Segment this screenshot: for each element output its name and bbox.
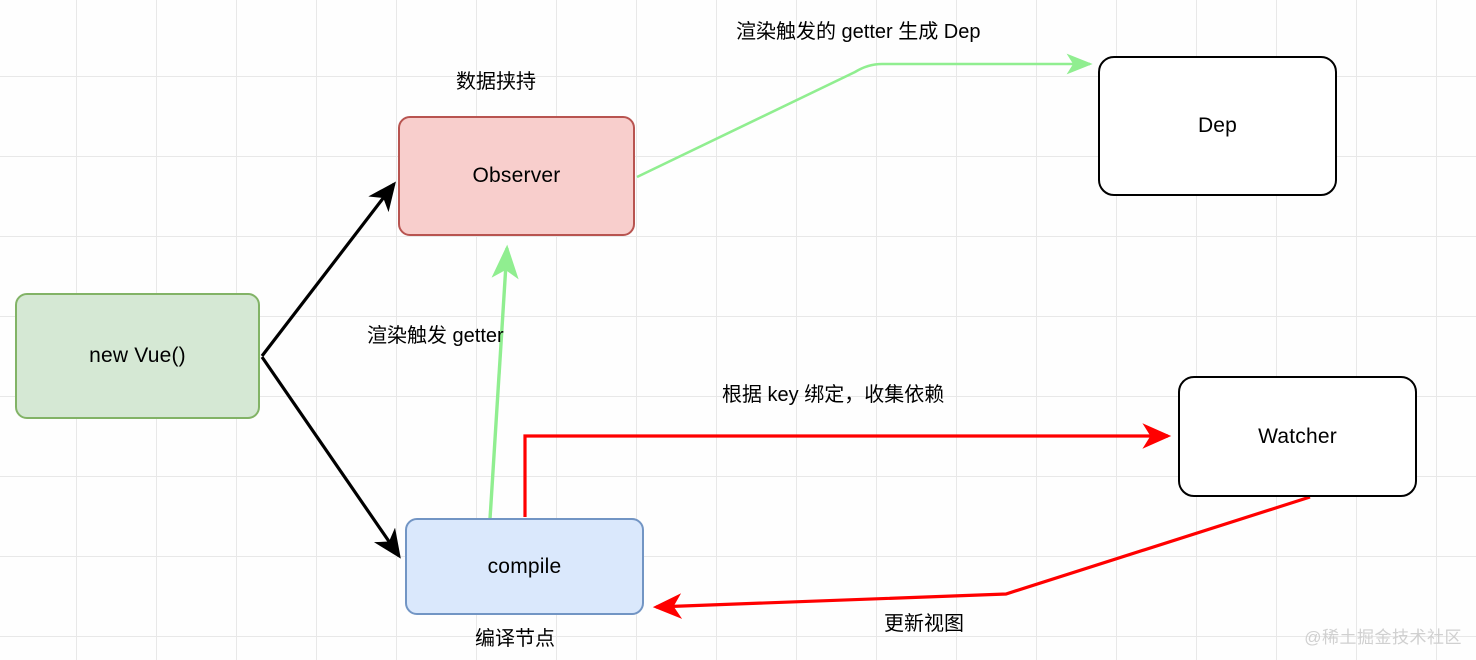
node-new-vue[interactable]: new Vue() xyxy=(15,293,260,419)
node-label: compile xyxy=(487,554,562,578)
watermark: @稀土掘金技术社区 xyxy=(1304,628,1462,647)
edge-label-watcher-to-compile: 更新视图 xyxy=(884,613,964,635)
edge-vue-to-compile xyxy=(260,356,401,559)
node-compile[interactable]: compile xyxy=(405,518,644,615)
edge-compile-to-watcher xyxy=(523,423,1172,517)
edge-watcher-to-compile xyxy=(652,495,1311,619)
edge-label-observer-to-dep: 渲染触发的 getter 生成 Dep xyxy=(736,21,981,43)
node-label: Observer xyxy=(472,164,561,187)
node-watcher[interactable]: Watcher xyxy=(1178,376,1417,497)
edge-compile-to-observer xyxy=(488,244,519,520)
node-observer[interactable]: Observer xyxy=(398,116,635,236)
edge-label-compile-to-observer: 渲染触发 getter xyxy=(367,325,504,347)
edge-label-compile-to-watcher: 根据 key 绑定，收集依赖 xyxy=(722,384,945,406)
caption-compile: 编译节点 xyxy=(475,628,555,650)
node-dep[interactable]: Dep xyxy=(1098,56,1337,196)
node-label: new Vue() xyxy=(89,344,186,367)
edge-observer-to-dep xyxy=(636,53,1093,179)
node-label: Watcher xyxy=(1258,424,1337,448)
node-label: Dep xyxy=(1197,114,1238,137)
caption-observer: 数据挟持 xyxy=(456,71,536,93)
